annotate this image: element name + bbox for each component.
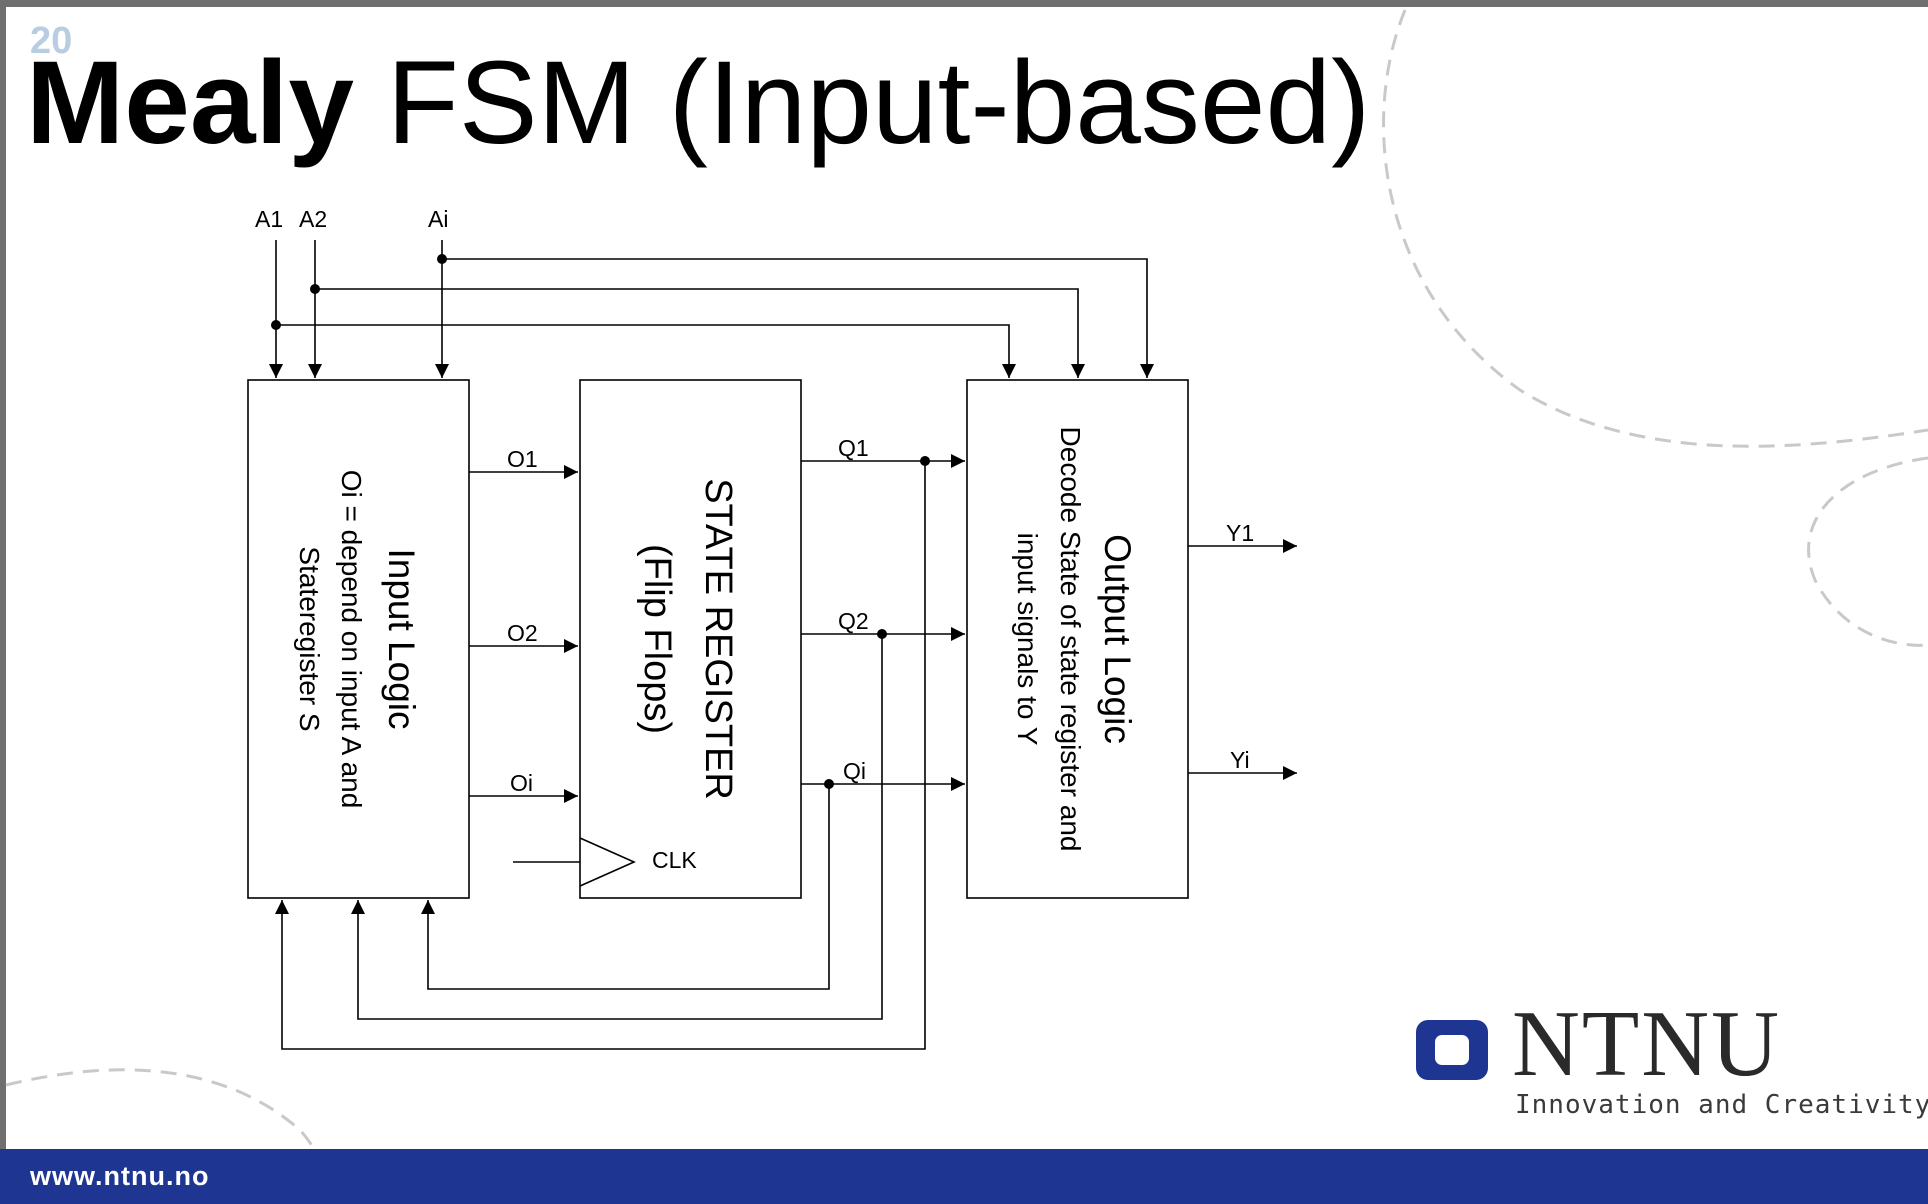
y-label-1: Y1 bbox=[1226, 520, 1254, 546]
input-logic-title: Input Logic bbox=[381, 548, 422, 729]
footer-url[interactable]: www.ntnu.no bbox=[30, 1161, 210, 1191]
junction-dots bbox=[271, 254, 930, 789]
input-label-ai: Ai bbox=[428, 206, 448, 232]
y-label-i: Yi bbox=[1230, 747, 1250, 773]
logo-name: NTNU bbox=[1512, 992, 1782, 1096]
output-logic-title: Output Logic bbox=[1097, 534, 1138, 744]
state-register-title: STATE REGISTER bbox=[697, 478, 739, 800]
input-logic-box bbox=[247, 379, 470, 899]
slide-title: Mealy FSM (Input-based) bbox=[26, 38, 1370, 168]
input-logic-line2: Stateregister S bbox=[294, 546, 325, 731]
feedback-qi bbox=[421, 784, 830, 990]
o-label-2: O2 bbox=[507, 620, 538, 646]
output-logic-line2: input signals to Y bbox=[1012, 533, 1043, 746]
feedback-q1 bbox=[275, 461, 926, 1050]
tap-a2-to-output bbox=[315, 288, 1085, 378]
input-label-a2: A2 bbox=[299, 206, 327, 232]
state-register-subtitle: (Flip Flops) bbox=[636, 544, 678, 734]
tap-ai-to-output bbox=[442, 258, 1154, 378]
state-register-box bbox=[579, 379, 802, 899]
output-logic-line1: Decode State of state register and bbox=[1055, 427, 1086, 852]
left-border bbox=[0, 0, 6, 1204]
logo-tagline: Innovation and Creativity bbox=[1515, 1090, 1928, 1120]
clock-triangle bbox=[579, 837, 636, 887]
clk-label: CLK bbox=[652, 847, 697, 873]
ntnu-logo-mark-icon bbox=[1416, 1020, 1488, 1080]
output-logic-box bbox=[966, 379, 1189, 899]
title-rest: FSM (Input-based) bbox=[353, 37, 1371, 169]
q-label-i: Qi bbox=[843, 758, 866, 784]
o-label-1: O1 bbox=[507, 446, 538, 472]
title-bold-word: Mealy bbox=[26, 37, 354, 169]
footer-bar: www.ntnu.no bbox=[0, 1149, 1928, 1204]
q-label-1: Q1 bbox=[838, 435, 869, 461]
top-border bbox=[0, 0, 1928, 7]
input-label-a1: A1 bbox=[255, 206, 283, 232]
o-label-i: Oi bbox=[510, 770, 533, 796]
ntnu-logo: NTNU Innovation and Creativity bbox=[1413, 994, 1928, 1130]
q-label-2: Q2 bbox=[838, 608, 869, 634]
tap-a1-to-output bbox=[276, 324, 1016, 378]
input-logic-line1: Oi = depend on input A and bbox=[336, 470, 367, 809]
slide-number: 20 bbox=[30, 20, 73, 62]
feedback-q2 bbox=[351, 634, 883, 1020]
